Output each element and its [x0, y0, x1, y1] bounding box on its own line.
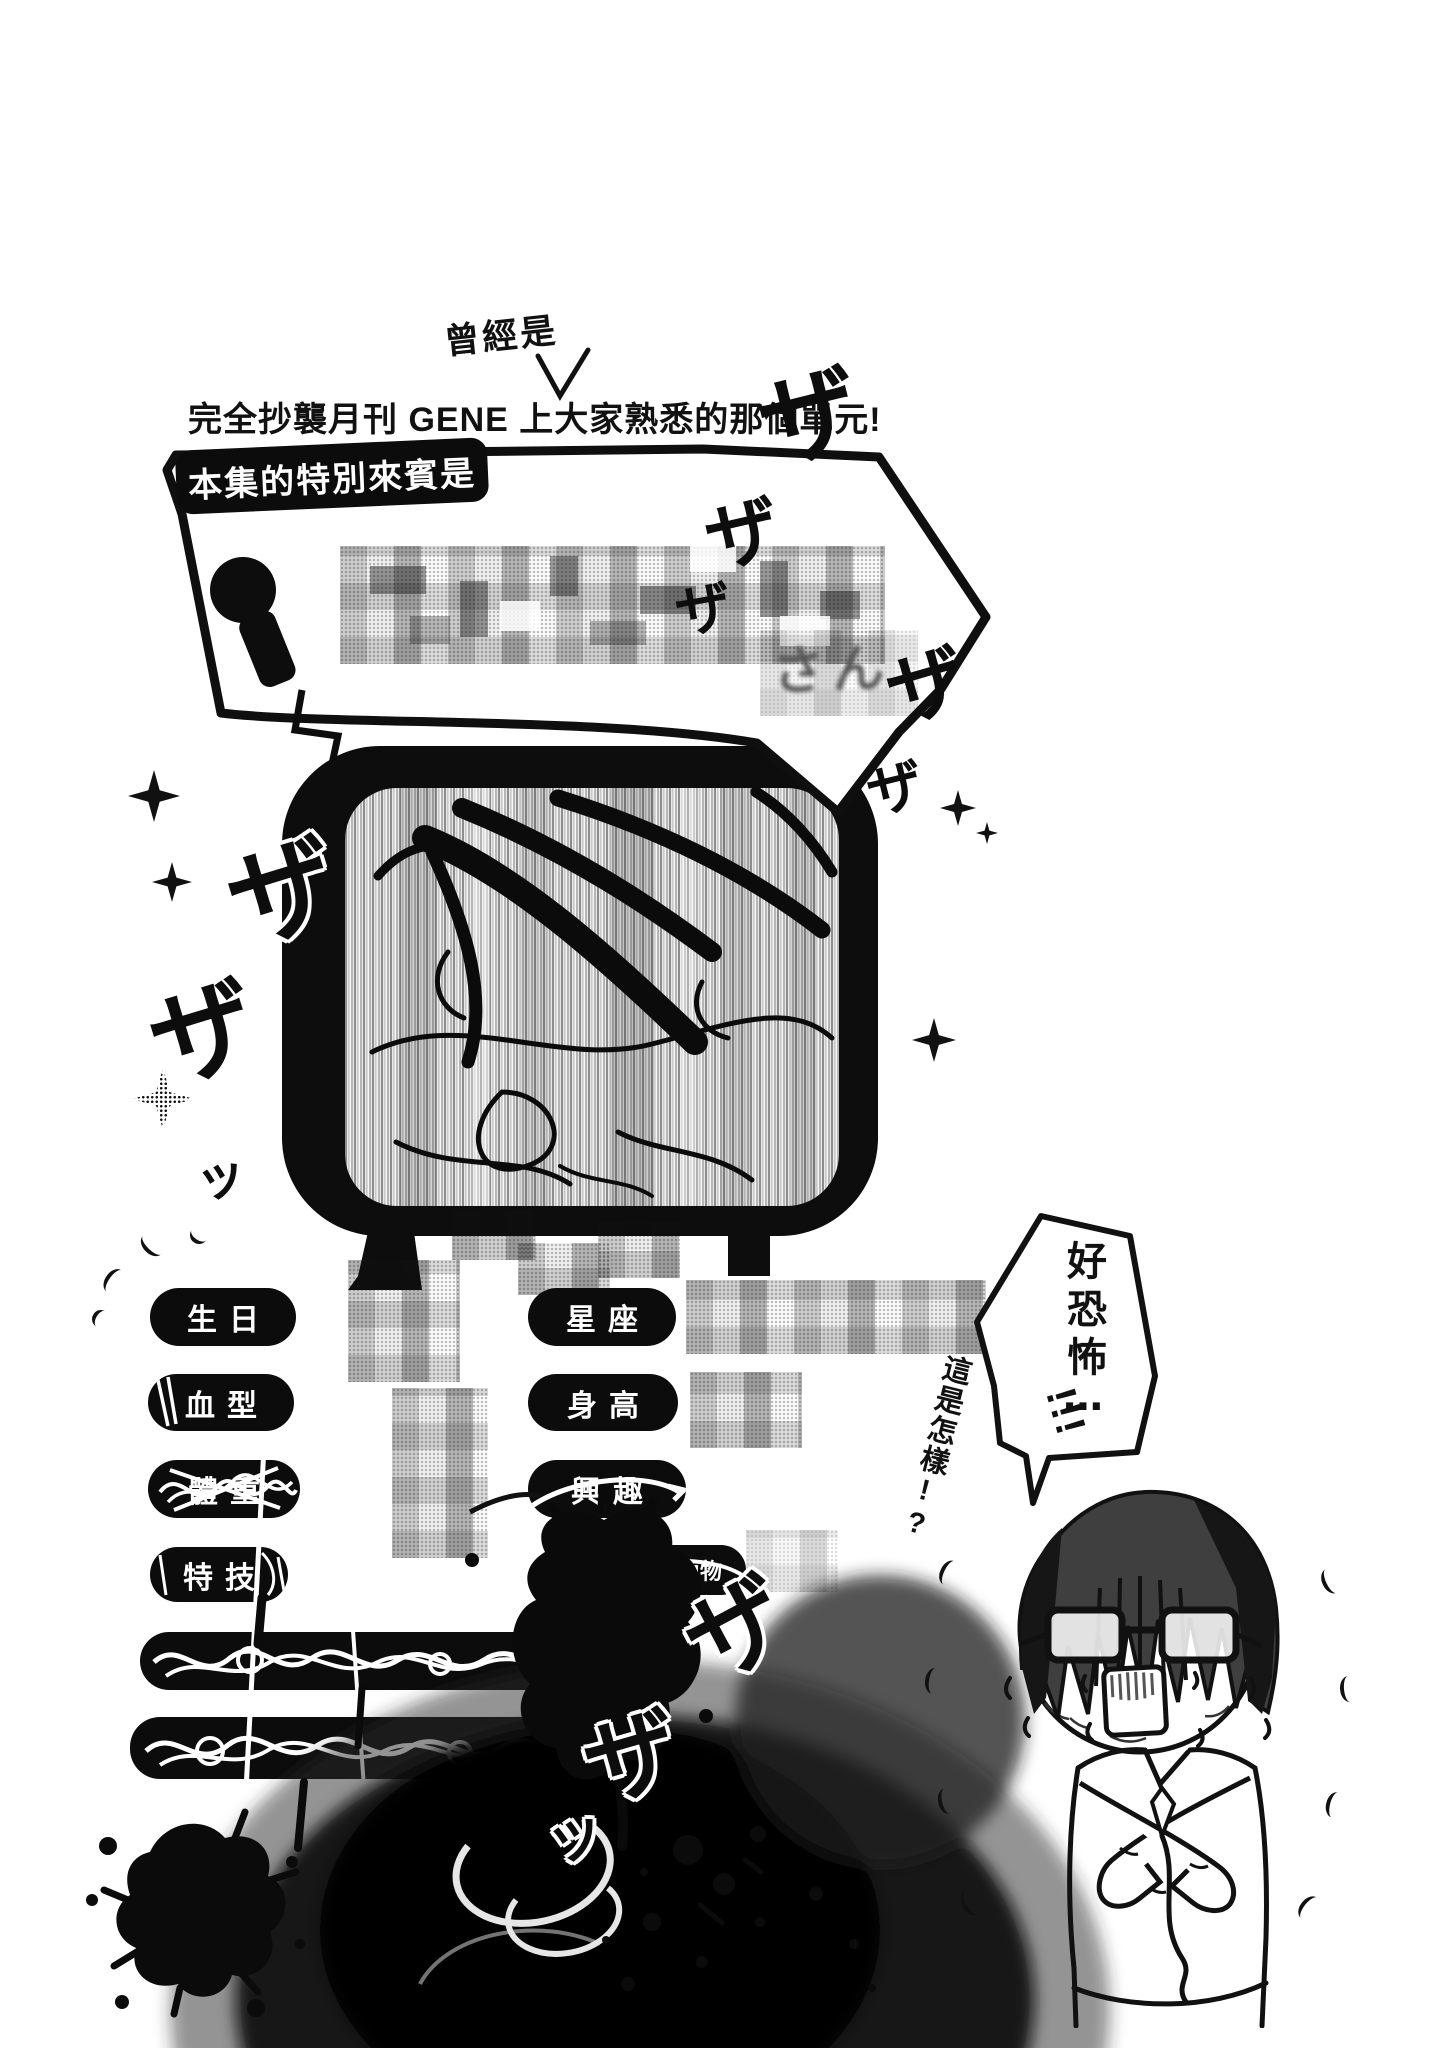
tv-set	[282, 746, 878, 1290]
scratch-marks	[158, 1551, 286, 1596]
pill-birthday-label: 生日	[187, 1304, 271, 1337]
sweat-drops	[1004, 1671, 1272, 1748]
pill-bloodtype-label: 血型	[185, 1389, 269, 1423]
tie-tail	[1159, 1833, 1189, 2005]
tv-left-leg	[348, 1232, 422, 1290]
scratch-marks	[156, 1376, 178, 1427]
censored-patch-3	[598, 1222, 680, 1278]
pill-bloodtype: 血型	[148, 1374, 294, 1431]
dark-vortex	[170, 1575, 1110, 2048]
censored-suffix-backdrop	[760, 630, 918, 716]
sfx-static: ザ	[670, 573, 738, 648]
censored-answer-4	[690, 1372, 802, 1448]
pill-weight-scribbled: 體重	[148, 1460, 300, 1518]
insertion-caret-icon	[535, 347, 591, 401]
pill-birthday: 生日	[150, 1288, 296, 1346]
shocked-mouth	[1101, 1664, 1169, 1738]
ink-splat-large	[86, 1808, 305, 2018]
tv-right-leg	[728, 1232, 770, 1276]
censored-guest-name	[340, 546, 885, 664]
ink-blob	[465, 1484, 713, 1851]
character-body	[1067, 1747, 1269, 2028]
pill-zodiac: 星座	[528, 1288, 676, 1346]
pill-skill-label: 特技	[183, 1561, 267, 1595]
sleeve-folds	[1119, 1846, 1209, 1894]
reaction-speech-bubble	[974, 1213, 1158, 1506]
censored-patch-2	[518, 1243, 610, 1295]
intro-speech-bubble	[162, 444, 991, 817]
censored-patch-4	[746, 1530, 838, 1592]
tv-screen-static	[345, 788, 839, 1206]
reaction-bubble-text: 好恐怖⋯	[1061, 1240, 1105, 1438]
hair-shadow-right	[1194, 1500, 1276, 1714]
ink-drips	[253, 1593, 366, 1852]
swoosh-overlay	[530, 1477, 686, 1509]
censored-answer-3	[686, 1280, 986, 1354]
page-headline: 完全抄襲月刊 GENE 上大家熟悉的那個單元!	[188, 401, 882, 439]
scared-character	[1004, 1489, 1280, 2028]
pill-height: 身高	[528, 1374, 678, 1431]
hair-shadow-left	[1020, 1528, 1062, 1714]
censored-patch-1	[452, 1210, 536, 1260]
censored-answer-2	[392, 1388, 488, 1558]
sfx-static: ッ	[190, 1143, 252, 1211]
swoosh-stroke	[468, 1492, 541, 1515]
pill-height-label: 身高	[567, 1389, 651, 1423]
tv-censor-scribbles	[369, 788, 838, 1198]
arm-left-crossed	[1078, 1780, 1236, 1913]
censored-answer-1	[348, 1260, 460, 1382]
arm-right-crossed	[1096, 1775, 1252, 1909]
vortex-swirls	[418, 1825, 623, 1985]
pill-zodiac-label: 星座	[566, 1304, 650, 1337]
glasses-icon	[1019, 1606, 1264, 1664]
ink-splat-small	[602, 1826, 876, 1992]
pill-skill-scribbled: 特技	[150, 1547, 288, 1602]
microphone-icon	[210, 557, 343, 765]
